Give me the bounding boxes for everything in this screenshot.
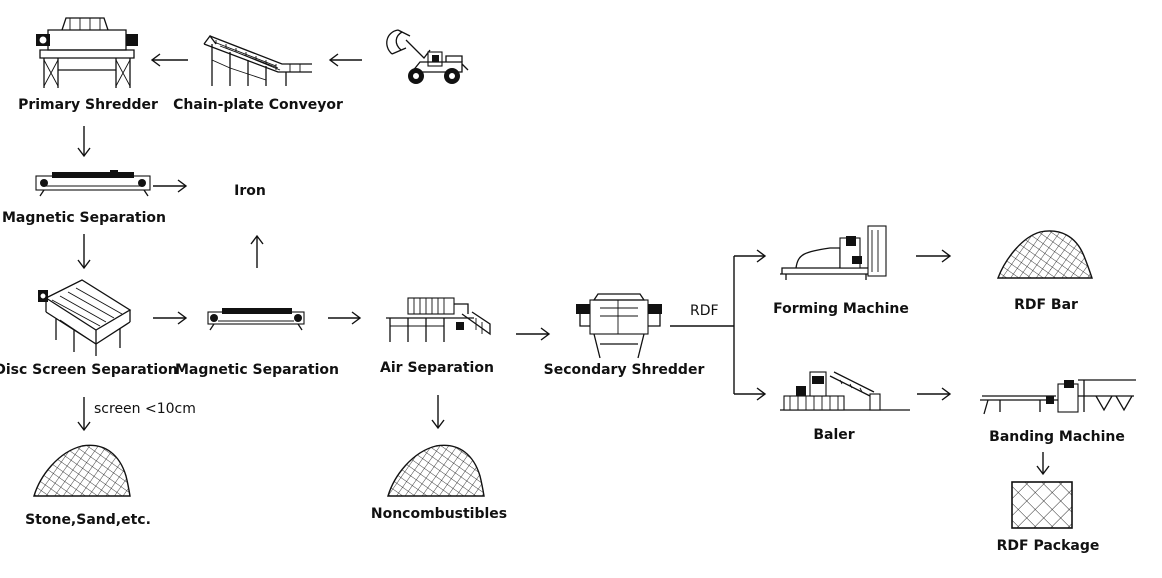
material-pile-icon [996, 230, 1093, 279]
label-air-separation: Air Separation [380, 360, 494, 376]
arrow-forming-to-rdf-bar [916, 249, 952, 263]
air-separator-icon [386, 297, 491, 342]
arrow-air-to-noncombustibles [431, 395, 445, 430]
wheel-loader-icon [386, 29, 469, 84]
material-pile-icon [33, 444, 131, 497]
label-primary-shredder: Primary Shredder [18, 97, 158, 113]
chain-plate-conveyor-icon [203, 34, 312, 86]
banding-machine-icon [980, 379, 1136, 415]
label-magnetic-separation-2: Magnetic Separation [175, 362, 339, 378]
arrow-air-to-secondary-shredder [516, 327, 551, 341]
label-screen-size: screen <10cm [94, 401, 196, 417]
label-baler: Baler [813, 427, 854, 443]
label-secondary-shredder: Secondary Shredder [544, 362, 705, 378]
flow-arrows [77, 53, 1050, 476]
arrow-baler-to-banding [917, 387, 952, 401]
arrow-loader-to-conveyor [328, 53, 362, 67]
arrow-magnetic2-to-iron [250, 234, 264, 268]
magnetic-separator-icon [35, 170, 151, 197]
label-chain-plate-conveyor: Chain-plate Conveyor [173, 97, 343, 113]
label-rdf-bar: RDF Bar [1014, 297, 1078, 313]
label-forming-machine: Forming Machine [773, 301, 909, 317]
arrow-disc-screen-to-stone [77, 397, 91, 432]
arrow-magnetic2-to-air-separation [328, 311, 362, 325]
magnetic-separator-2-icon [207, 308, 305, 331]
package-block-icon [1011, 481, 1073, 529]
arrow-magnetic-to-iron [153, 179, 188, 193]
forming-machine-icon [780, 225, 887, 280]
primary-shredder-icon [36, 17, 138, 88]
arrow-banding-to-package [1036, 452, 1050, 476]
label-rdf: RDF [690, 303, 719, 319]
label-stone-sand: Stone,Sand,etc. [25, 512, 151, 528]
secondary-shredder-icon [576, 293, 662, 359]
arrow-primary-shredder-to-magnetic [77, 126, 91, 158]
label-magnetic-separation-1: Magnetic Separation [2, 210, 166, 226]
label-banding-machine: Banding Machine [989, 429, 1125, 445]
arrow-magnetic-to-disc-screen [77, 234, 91, 270]
label-disc-screen-separation: Disc Screen Separation [0, 362, 178, 378]
arrow-rdf-split [670, 249, 767, 401]
baler-icon [780, 371, 910, 411]
disc-screen-icon [38, 279, 132, 356]
label-rdf-package: RDF Package [997, 538, 1100, 554]
material-pile-icon [387, 444, 485, 497]
arrow-disc-screen-to-magnetic2 [153, 311, 188, 325]
label-iron: Iron [234, 183, 266, 199]
arrow-conveyor-to-primary-shredder [150, 53, 188, 67]
label-noncombustibles: Noncombustibles [371, 506, 507, 522]
